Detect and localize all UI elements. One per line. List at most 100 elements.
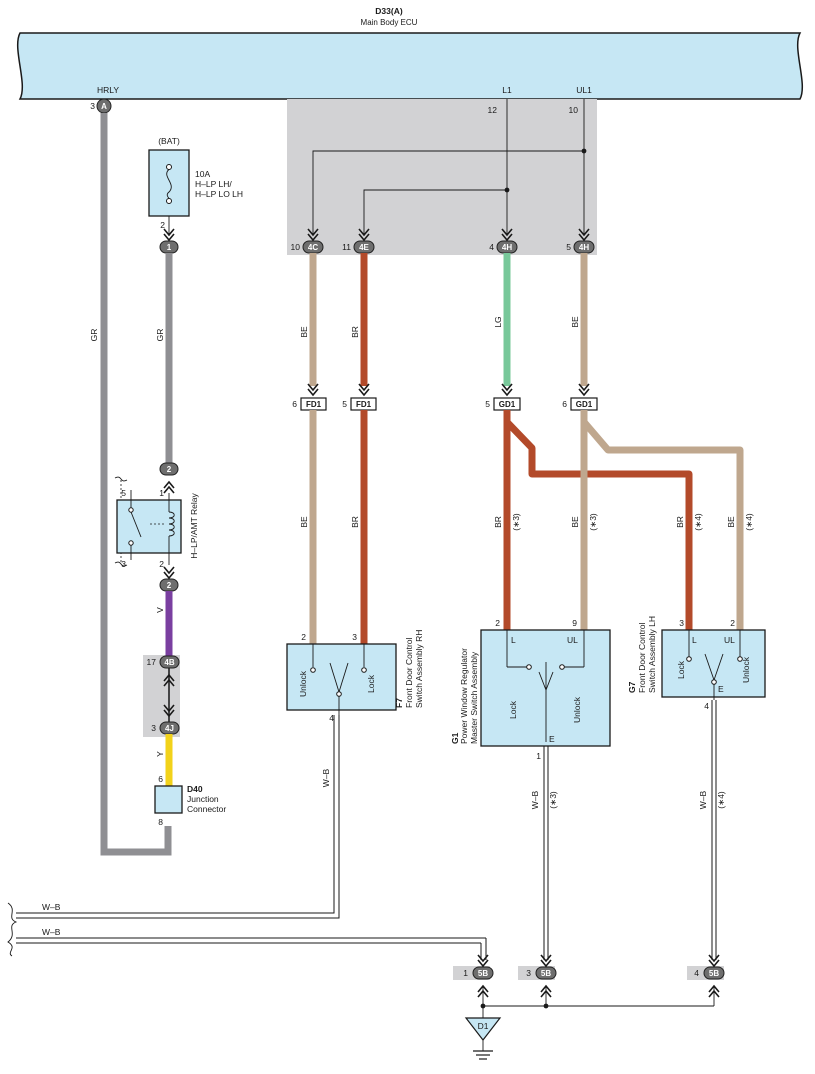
f7-switch-icon [329, 662, 340, 693]
wire-label-wb-1: W–B [42, 902, 61, 912]
f7-lock-label: Lock [366, 674, 376, 693]
f7-code: F7 [394, 698, 404, 708]
wire-label-be-2: BE [570, 316, 580, 328]
ecu-code: D33(A) [375, 6, 403, 16]
connector-4e-label: 4E [359, 243, 369, 252]
pin-num-l1: 12 [488, 105, 498, 115]
g1-lock-label: Lock [508, 700, 518, 719]
fuse-icon [166, 169, 172, 199]
connector-4j-label: 4J [165, 724, 174, 733]
connector-5b-3-label: 5B [541, 969, 551, 978]
wire-wb-ground-1 [480, 938, 487, 960]
f7-unlock-label: Unlock [298, 670, 308, 697]
connector-5b-3 [535, 966, 557, 980]
g7-name-2: Switch Assembly LH [647, 616, 657, 693]
g7-switch-box [661, 629, 766, 698]
relay-pin-1: 1 [159, 488, 164, 498]
ground-code: D1 [478, 1021, 489, 1031]
wire-label-gr-2: GR [155, 329, 165, 342]
f7-pin-gnd: 4 [329, 713, 334, 723]
wire-label-be-5: BE [726, 516, 736, 528]
junction-pin-in: 6 [158, 774, 163, 784]
connector-a-label: A [101, 102, 107, 111]
relay-name: H–LP/AMT Relay [189, 493, 199, 559]
f7-pin-lock: 3 [352, 632, 357, 642]
splice-l1 [504, 187, 510, 193]
pin-label-ul1: UL1 [576, 85, 592, 95]
wire-note-4-a: (∗4) [693, 513, 703, 531]
ecu-name: Main Body ECU [361, 18, 418, 27]
wire-label-wb-3: W–B [321, 768, 331, 787]
wire-be-g7 [581, 419, 744, 630]
g7-lock-label: Lock [676, 660, 686, 679]
connector-5b-4-num: 4 [694, 968, 699, 978]
wire-wb-f7 [16, 715, 340, 919]
g1-e-label: E [549, 734, 555, 744]
g7-ul-label: UL [724, 635, 735, 645]
wire-label-wb-5: W–B [698, 790, 708, 809]
g7-switch-icon [704, 653, 715, 681]
wire-wb-g7 [711, 700, 717, 960]
g7-name-1: Front Door Control [637, 623, 647, 693]
fuse-name-2: H–LP LO LH [195, 189, 243, 199]
connector-4c-num: 10 [291, 242, 301, 252]
g1-pin-ul: 9 [572, 618, 577, 628]
g7-pin-ul: 2 [730, 618, 735, 628]
g1-l-label: L [511, 635, 516, 645]
connector-5b-1-num: 1 [463, 968, 468, 978]
connector-fd1-a-label: FD1 [306, 400, 322, 409]
junction-code: D40 [187, 784, 203, 794]
g7-pin-l: 3 [679, 618, 684, 628]
wire-gr-hrly [100, 113, 172, 856]
ecu-body [16, 32, 804, 100]
connector-gd1-a-num: 5 [485, 399, 490, 409]
g7-unlock-label: Unlock [741, 656, 751, 683]
wire-label-y: Y [155, 751, 165, 757]
wire-label-be-1: BE [299, 326, 309, 338]
wire-note-3-a: (∗3) [511, 513, 521, 531]
connector-fd1-b-label: FD1 [356, 400, 372, 409]
wire-label-br-2: BR [350, 516, 360, 528]
wire-note-4-b: (∗4) [744, 513, 754, 531]
connector-4h-l-label: 4H [502, 243, 512, 252]
wire-br-g7 [504, 419, 693, 630]
wire-label-br-1: BR [350, 326, 360, 338]
wire-label-v: V [155, 607, 165, 613]
fuse-rating: 10A [195, 169, 210, 179]
relay-pin-2: 2 [159, 559, 164, 569]
wire-label-lg: LG [493, 316, 503, 327]
pin-label-hrly: HRLY [97, 85, 119, 95]
g1-pin-e: 1 [536, 751, 541, 761]
connector-gd1-b-label: GD1 [576, 400, 593, 409]
wire-wb-g1 [543, 746, 549, 960]
f7-name-2: Switch Assembly RH [414, 630, 424, 708]
junction-name-2: Connector [187, 804, 226, 814]
fuse-source: (BAT) [158, 136, 180, 146]
f7-name-1: Front Door Control [404, 638, 414, 708]
g1-name-1: Power Window Regulator [459, 648, 469, 744]
fuse-name-1: H–LP LH/ [195, 179, 232, 189]
connector-5b-4-label: 5B [709, 969, 719, 978]
ground-icon [464, 1017, 502, 1041]
g1-name-2: Master Switch Assembly [469, 651, 479, 744]
relay-pin-3: 3 [121, 559, 126, 569]
connector-4h-ul-num: 5 [566, 242, 571, 252]
connector-4e-num: 11 [342, 242, 351, 252]
pin-num-ul1: 10 [569, 105, 579, 115]
relay-box [116, 499, 182, 554]
junction-name-1: Junction [187, 794, 219, 804]
wire-note-3-b: (∗3) [588, 513, 598, 531]
splice-ul1 [581, 148, 587, 154]
g1-switch-icon [538, 671, 547, 691]
connector-4c-label: 4C [308, 243, 318, 252]
f7-pin-unlock: 2 [301, 632, 306, 642]
connector-4h-l-num: 4 [489, 242, 494, 252]
pin-label-l1: L1 [502, 85, 512, 95]
connector-1-label: 1 [167, 243, 172, 252]
pin-num-hrly: 3 [90, 101, 95, 111]
g1-unlock-label: Unlock [572, 696, 582, 723]
wire-label-wb-2: W–B [42, 927, 61, 937]
g1-ul-label: UL [567, 635, 578, 645]
fuse-pin-out: 2 [160, 220, 165, 230]
